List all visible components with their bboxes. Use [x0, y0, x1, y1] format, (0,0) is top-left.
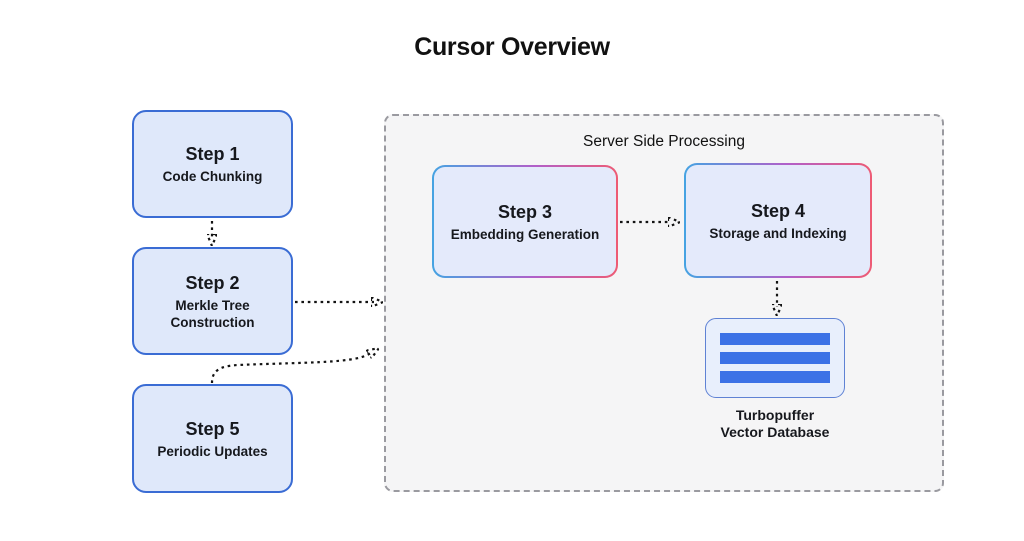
step1-box: Step 1 Code Chunking: [132, 110, 293, 218]
step3-title: Step 3: [497, 201, 553, 222]
step2-subtitle: Merkle Tree Construction: [170, 297, 255, 330]
database-row-bar: [720, 333, 830, 345]
step4-title: Step 4: [750, 200, 806, 221]
step1-title: Step 1: [185, 144, 240, 164]
step2-title: Step 2: [185, 272, 240, 293]
database-rows-icon: [705, 318, 845, 398]
step2-box: Step 2 Merkle Tree Construction: [132, 247, 293, 355]
step3-subtitle: Embedding Generation: [450, 226, 600, 242]
database-row-bar: [720, 371, 830, 383]
step4-subtitle: Storage and Indexing: [709, 225, 847, 241]
server-side-processing-label: Server Side Processing: [583, 133, 745, 150]
step5-title: Step 5: [185, 418, 240, 439]
step4-box: Step 4 Storage and Indexing: [684, 163, 872, 278]
database-label-line2: Vector Database: [720, 424, 830, 440]
step5-subtitle: Periodic Updates: [157, 443, 268, 459]
step3-box-inner: Step 3 Embedding Generation: [434, 167, 616, 276]
arrow-step5-to-server: [210, 353, 371, 384]
step5-box: Step 5 Periodic Updates: [132, 384, 293, 493]
step1-subtitle: Code Chunking: [162, 169, 263, 184]
database-label: Turbopuffer Vector Database: [705, 407, 845, 441]
database-row-bar: [720, 352, 830, 364]
database-label-line1: Turbopuffer: [735, 407, 815, 423]
page-title: Cursor Overview: [414, 33, 610, 61]
step3-box: Step 3 Embedding Generation: [432, 165, 618, 278]
step4-box-inner: Step 4 Storage and Indexing: [686, 165, 870, 276]
